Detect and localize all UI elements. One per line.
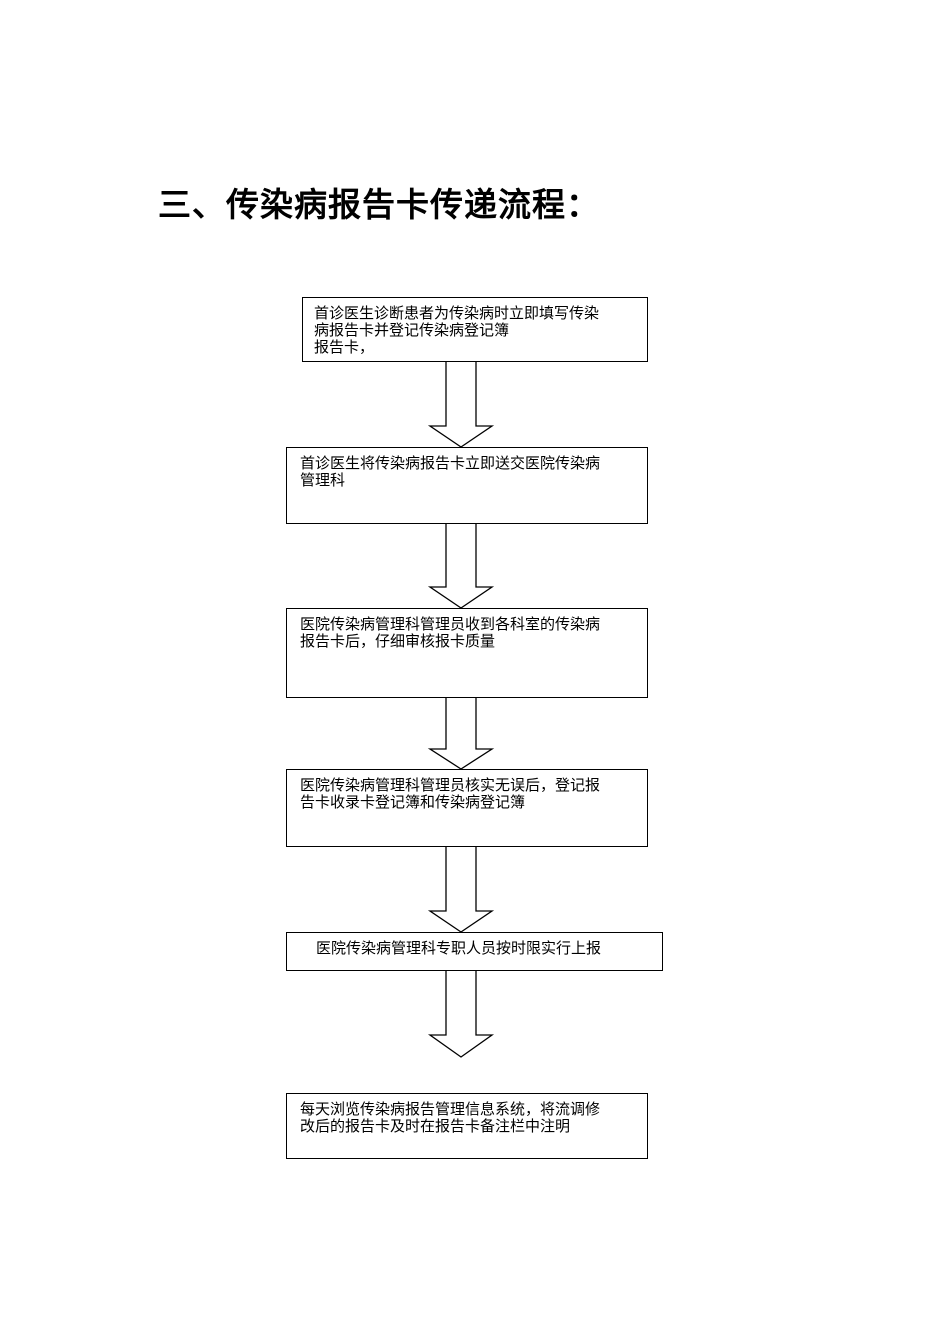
flow-step-text: 每天浏览传染病报告管理信息系统，将流调修	[300, 1100, 601, 1118]
flow-step-text: 病报告卡并登记传染病登记簿	[314, 321, 510, 339]
flow-step-1-box: 首诊医生诊断患者为传染病时立即填写传染 病报告卡并登记传染病登记簿 报告卡，	[302, 297, 648, 362]
flow-step-text: 医院传染病管理科管理员核实无误后，登记报	[300, 776, 601, 794]
flow-step-text: 改后的报告卡及时在报告卡备注栏中注明	[300, 1117, 571, 1135]
flow-step-text: 首诊医生将传染病报告卡立即送交医院传染病	[300, 454, 601, 472]
down-arrow-1	[427, 360, 495, 448]
flow-step-6-box: 每天浏览传染病报告管理信息系统，将流调修 改后的报告卡及时在报告卡备注栏中注明	[286, 1093, 648, 1159]
flow-step-text: 告卡收录卡登记簿和传染病登记簿	[300, 793, 526, 811]
flow-step-text: 医院传染病管理科专职人员按时限实行上报	[316, 939, 602, 957]
flow-step-3-box: 医院传染病管理科管理员收到各科室的传染病 报告卡后，仔细审核报卡质量	[286, 608, 648, 698]
down-arrow-4	[427, 845, 495, 933]
flow-step-4-box: 医院传染病管理科管理员核实无误后，登记报 告卡收录卡登记簿和传染病登记簿	[286, 769, 648, 847]
flow-step-text: 管理科	[300, 471, 346, 489]
flow-step-text: 报告卡后，仔细审核报卡质量	[300, 632, 496, 650]
down-arrow-3	[427, 696, 495, 770]
down-arrow-5	[427, 969, 495, 1058]
down-arrow-2	[427, 522, 495, 609]
flow-step-text: 医院传染病管理科管理员收到各科室的传染病	[300, 615, 601, 633]
page-title: 三、传染病报告卡传递流程：	[158, 185, 600, 224]
flow-step-text: 首诊医生诊断患者为传染病时立即填写传染	[314, 304, 600, 322]
flow-step-text: 报告卡，	[314, 338, 375, 356]
flow-step-5-box: 医院传染病管理科专职人员按时限实行上报	[286, 932, 663, 971]
flow-step-2-box: 首诊医生将传染病报告卡立即送交医院传染病 管理科	[286, 447, 648, 524]
